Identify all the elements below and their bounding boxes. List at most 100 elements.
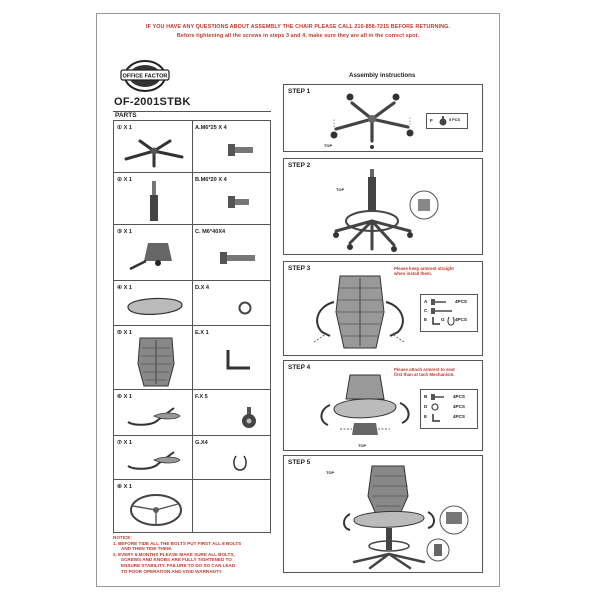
notice-line: TO POOR OPERATION AND VOID WARRANTY. — [121, 568, 223, 574]
allen-key-icon — [432, 414, 440, 422]
parts-row: ⑥ X 1 F.X 5 — [114, 390, 270, 436]
hardware-label: C. M6*40X4 — [195, 229, 226, 235]
step-4-hw-b: B — [424, 394, 428, 399]
step-3-note-line: when install them. — [394, 271, 433, 277]
step-3-label: STEP 3 — [288, 265, 311, 272]
washer-drawing — [238, 301, 252, 315]
model-number: OF-2001STBK — [114, 96, 191, 108]
part-qty: ⑤ X 1 — [117, 330, 132, 336]
parts-row: ③ X 1 C. M6*40X4 — [114, 225, 270, 281]
parts-row: ⑤ X 1 E.X 1 — [114, 326, 270, 390]
notice-title: NOTICE: — [113, 535, 132, 540]
hardware-label: A.M6*25 X 4 — [195, 125, 227, 131]
step-3-hw-a-count: 4PCS — [455, 299, 468, 304]
step-4-hardware-box: B 4PCS D 4PCS E 4PCS — [420, 389, 478, 429]
step-5-top-label: TOP — [326, 470, 335, 475]
parts-table: ① X 1 A.M6*25 X 4 ② X 1 B.M6*20 X 4 — [113, 120, 271, 533]
parts-row: ② X 1 B.M6*20 X 4 — [114, 173, 270, 225]
long-bolt-icon — [431, 308, 452, 314]
hardware-label: D.X 4 — [195, 285, 209, 291]
notice-line: AND THEN TIDE THEM. — [121, 546, 173, 552]
step-1-hw-count: 5 PCS — [449, 118, 460, 122]
parts-row: ⑧ X 1 — [114, 480, 270, 532]
step-3-hw-g: G — [441, 317, 445, 322]
parts-row: ⑦ X 1 G.X4 — [114, 436, 270, 480]
step-4-note-line: Please attach armrest to seat — [394, 367, 455, 372]
step-1-drawing — [322, 89, 422, 149]
notice-line: SCREWS AND KNOBS ARE FULLY TIGHTENED TO — [121, 557, 232, 563]
step-1-hw-letter: F — [430, 118, 433, 123]
foot-ring-drawing — [128, 492, 184, 530]
step-3-panel: STEP 3 Please keep armrest straight when… — [283, 261, 483, 356]
step-3-drawing — [304, 272, 414, 354]
hardware-label: F.X 5 — [195, 394, 208, 400]
step-3-note: Please keep armrest straight when instal… — [394, 266, 454, 276]
armrest-right-drawing — [124, 404, 184, 430]
parts-row: ④ X 1 D.X 4 — [114, 281, 270, 326]
step-5-label: STEP 5 — [288, 459, 311, 466]
instruction-sheet: IF YOU HAVE ANY QUESTIONS ABOUT ASSEMBLY… — [96, 13, 500, 587]
step-4-top-label: TOP — [358, 443, 367, 448]
step-4-note: Please attach armrest to seat first than… — [394, 367, 455, 377]
armrest-left-drawing — [124, 448, 184, 474]
step-1-top-label: TOP — [324, 143, 333, 148]
step-4-note-line: first than at tach Mechanism. — [394, 372, 455, 378]
svg-text:OFFICE FACTOR: OFFICE FACTOR — [123, 74, 168, 80]
bolt-a-drawing — [226, 141, 256, 159]
notice-line: ENSURE STABILITY. FAILURE TO DO SO CAN L… — [121, 562, 236, 568]
part-qty: ③ X 1 — [117, 229, 132, 235]
step-1-hardware-box: F 5 PCS — [426, 113, 468, 129]
step-3-hw-c: C — [424, 308, 428, 313]
washer-icon — [431, 403, 439, 411]
clip-icon — [447, 316, 455, 326]
part-qty: ② X 1 — [117, 177, 132, 183]
backrest-drawing — [134, 334, 178, 388]
clip-drawing — [230, 452, 252, 474]
caster-drawing — [238, 406, 260, 430]
step-4-hw-e: E — [424, 414, 428, 419]
part-qty: ④ X 1 — [117, 285, 132, 291]
caster-icon — [439, 116, 447, 126]
header-tip: Before tightening all the screws in step… — [176, 33, 420, 39]
hardware-label: G.X4 — [195, 440, 208, 446]
step-2-drawing — [324, 165, 444, 253]
bolt-b-drawing — [226, 193, 256, 211]
step-4-panel: STEP 4 Please attach armrest to seat fir… — [283, 360, 483, 451]
bolt-icon — [431, 394, 444, 400]
hardware-label: B.M6*20 X 4 — [195, 177, 227, 183]
step-4-drawing — [310, 369, 420, 449]
step-3-hardware-box: A 4PCS C E G 4PCS — [420, 294, 478, 332]
part-qty: ⑧ X 1 — [117, 484, 132, 490]
step-3-hw-e: E — [424, 317, 428, 322]
part-qty: ⑦ X 1 — [117, 440, 132, 446]
part-qty: ① X 1 — [117, 125, 132, 131]
step-2-label: STEP 2 — [288, 162, 311, 169]
step-4-hw-e-count: 4PCS — [453, 414, 466, 419]
step-2-panel: STEP 2 TOP — [283, 158, 483, 255]
step-1-panel: STEP 1 TOP F 5 PCS — [283, 84, 483, 152]
office-factor-logo: OFFICE FACTOR — [119, 57, 171, 95]
hardware-label: E.X 1 — [195, 330, 209, 336]
parts-row: ① X 1 A.M6*25 X 4 — [114, 121, 270, 173]
step-3-hw-a: A — [424, 299, 428, 304]
step-5-drawing — [324, 462, 480, 572]
notice-block: NOTICE: 1. BEFORE TIDE ALL THE BOLTS PUT… — [113, 535, 283, 574]
step-4-label: STEP 4 — [288, 364, 311, 371]
step-1-label: STEP 1 — [288, 88, 311, 95]
assembly-title: Assembly instructions — [349, 72, 416, 79]
gas-lift-drawing — [147, 179, 161, 223]
notice-line: 1. BEFORE TIDE ALL THE BOLTS PUT FIRST A… — [113, 540, 242, 546]
step-2-top-label: TOP — [336, 187, 345, 192]
seat-drawing — [124, 293, 186, 321]
parts-title: PARTS — [115, 112, 137, 119]
part-qty: ⑥ X 1 — [117, 394, 132, 400]
step-5-panel: STEP 5 TOP — [283, 455, 483, 573]
star-base-drawing — [120, 135, 188, 169]
step-4-hw-b-count: 4PCS — [453, 394, 466, 399]
step-4-hw-d-count: 4PCS — [453, 404, 466, 409]
notice-line: 2. EVERY 6 MONTHS PLEASE MAKE SURE ALL B… — [113, 551, 235, 557]
step-4-hw-d: D — [424, 404, 428, 409]
bolt-c-drawing — [218, 249, 258, 267]
allen-key-icon — [432, 317, 440, 325]
allen-key-drawing — [224, 346, 254, 372]
